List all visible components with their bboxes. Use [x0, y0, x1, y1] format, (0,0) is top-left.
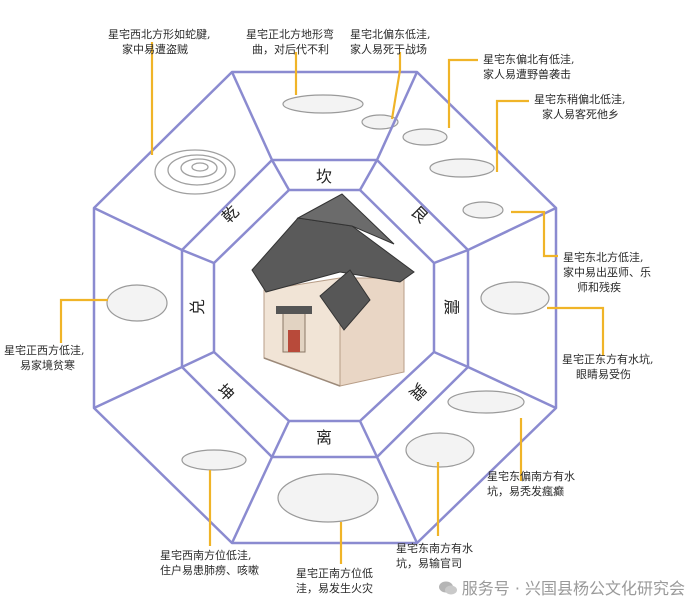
caption-line: 家人易死于战场 — [350, 43, 427, 56]
caption-line: 师和残疾 — [577, 281, 621, 294]
caption-line: 易家境贫寒 — [20, 359, 75, 372]
pit-south — [277, 473, 379, 523]
pit-east — [480, 281, 550, 315]
pit-north — [282, 94, 364, 114]
caption-line: 星宅东稍偏北低洼, — [534, 93, 626, 106]
pit-nne — [361, 114, 399, 130]
trigram-xun: 巽 — [405, 379, 430, 404]
caption-southeast: 星宅东南方有水 坑，易输官司 — [396, 541, 473, 571]
caption-east-by-south: 星宅东偏南方有水 坑，易秃发瘋癫 — [487, 469, 575, 499]
pit-sse — [405, 432, 475, 468]
caption-line: 眼睛易受伤 — [576, 368, 631, 381]
trigram-qian: 乾 — [218, 202, 243, 227]
pit-ne1 — [402, 128, 448, 146]
caption-north: 星宅正北方地形弯 曲，对后代不利 — [246, 27, 334, 57]
caption-northeast: 星宅东北方低洼, 家中易出巫师、乐 师和残疾 — [563, 250, 651, 295]
caption-line: 星宅西北方形如蛇腱, — [108, 28, 211, 41]
watermark: 服务号 · 兴国县杨公文化研究会 — [438, 575, 685, 599]
caption-east-by-north: 星宅东偏北有低洼, 家人易遭野兽袭击 — [483, 52, 575, 82]
caption-line: 家中易遭盗贼 — [122, 43, 188, 56]
trigram-dui: 兑 — [188, 299, 207, 315]
caption-line: 坑，易输官司 — [396, 557, 462, 570]
caption-line: 星宅正南方位低 — [296, 567, 373, 580]
caption-southwest: 星宅西南方位低洼, 住户易患肺痨、咳嗽 — [160, 548, 259, 578]
caption-line: 星宅东偏北有低洼, — [483, 53, 575, 66]
trigram-li: 离 — [316, 428, 332, 447]
caption-line: 住户易患肺痨、咳嗽 — [160, 564, 259, 577]
leader-ne2 — [495, 99, 529, 172]
leader-ne1 — [447, 58, 478, 128]
bagua-octagon — [92, 70, 558, 545]
caption-line: 坑，易秃发瘋癫 — [487, 485, 564, 498]
caption-line: 家人易客死他乡 — [542, 108, 619, 121]
caption-line: 曲，对后代不利 — [252, 43, 329, 56]
caption-line: 星宅西南方位低洼, — [160, 549, 252, 562]
leader-lines — [59, 42, 605, 564]
caption-line: 洼，易发生火灾 — [296, 582, 373, 595]
pit-ne2 — [429, 158, 495, 178]
leader-e — [547, 306, 605, 356]
caption-line: 家中易出巫师、乐 — [563, 266, 651, 279]
caption-line: 星宅正西方低洼, — [4, 344, 85, 357]
pit-se — [447, 390, 525, 414]
leader-w — [59, 298, 108, 343]
caption-east: 星宅正东方有水坑, 眼睛易受伤 — [562, 352, 654, 382]
leader-ne3 — [511, 210, 558, 258]
snake-spiral — [154, 149, 236, 195]
trigram-zhen: 震 — [442, 299, 461, 315]
caption-line: 星宅东北方低洼, — [563, 251, 644, 264]
pit-west — [106, 284, 168, 322]
caption-line: 家人易遭野兽袭击 — [483, 68, 571, 81]
caption-west: 星宅正西方低洼, 易家境贫寒 — [4, 343, 85, 373]
wechat-icon — [438, 581, 457, 595]
caption-northwest: 星宅西北方形如蛇腱, 家中易遭盗贼 — [108, 27, 211, 57]
leader-nne — [390, 52, 402, 120]
caption-line: 星宅东偏南方有水 — [487, 470, 575, 483]
caption-south: 星宅正南方位低 洼，易发生火灾 — [296, 566, 373, 596]
watermark-text: 服务号 · 兴国县杨公文化研究会 — [461, 579, 685, 598]
house-illustration — [251, 193, 415, 387]
trigram-gen: 艮 — [407, 202, 432, 227]
caption-line: 星宅东南方有水 — [396, 542, 473, 555]
caption-north-northeast: 星宅北偏东低洼, 家人易死于战场 — [350, 27, 431, 57]
terrain-sketches — [106, 94, 550, 523]
pit-ne3 — [462, 201, 504, 219]
caption-east-slightly-north: 星宅东稍偏北低洼, 家人易客死他乡 — [534, 92, 626, 122]
caption-line: 星宅正东方有水坑, — [562, 353, 654, 366]
trigram-kan: 坎 — [316, 167, 332, 186]
caption-line: 星宅正北方地形弯 — [246, 28, 334, 41]
caption-line: 星宅北偏东低洼, — [350, 28, 431, 41]
pit-sw — [181, 449, 247, 471]
